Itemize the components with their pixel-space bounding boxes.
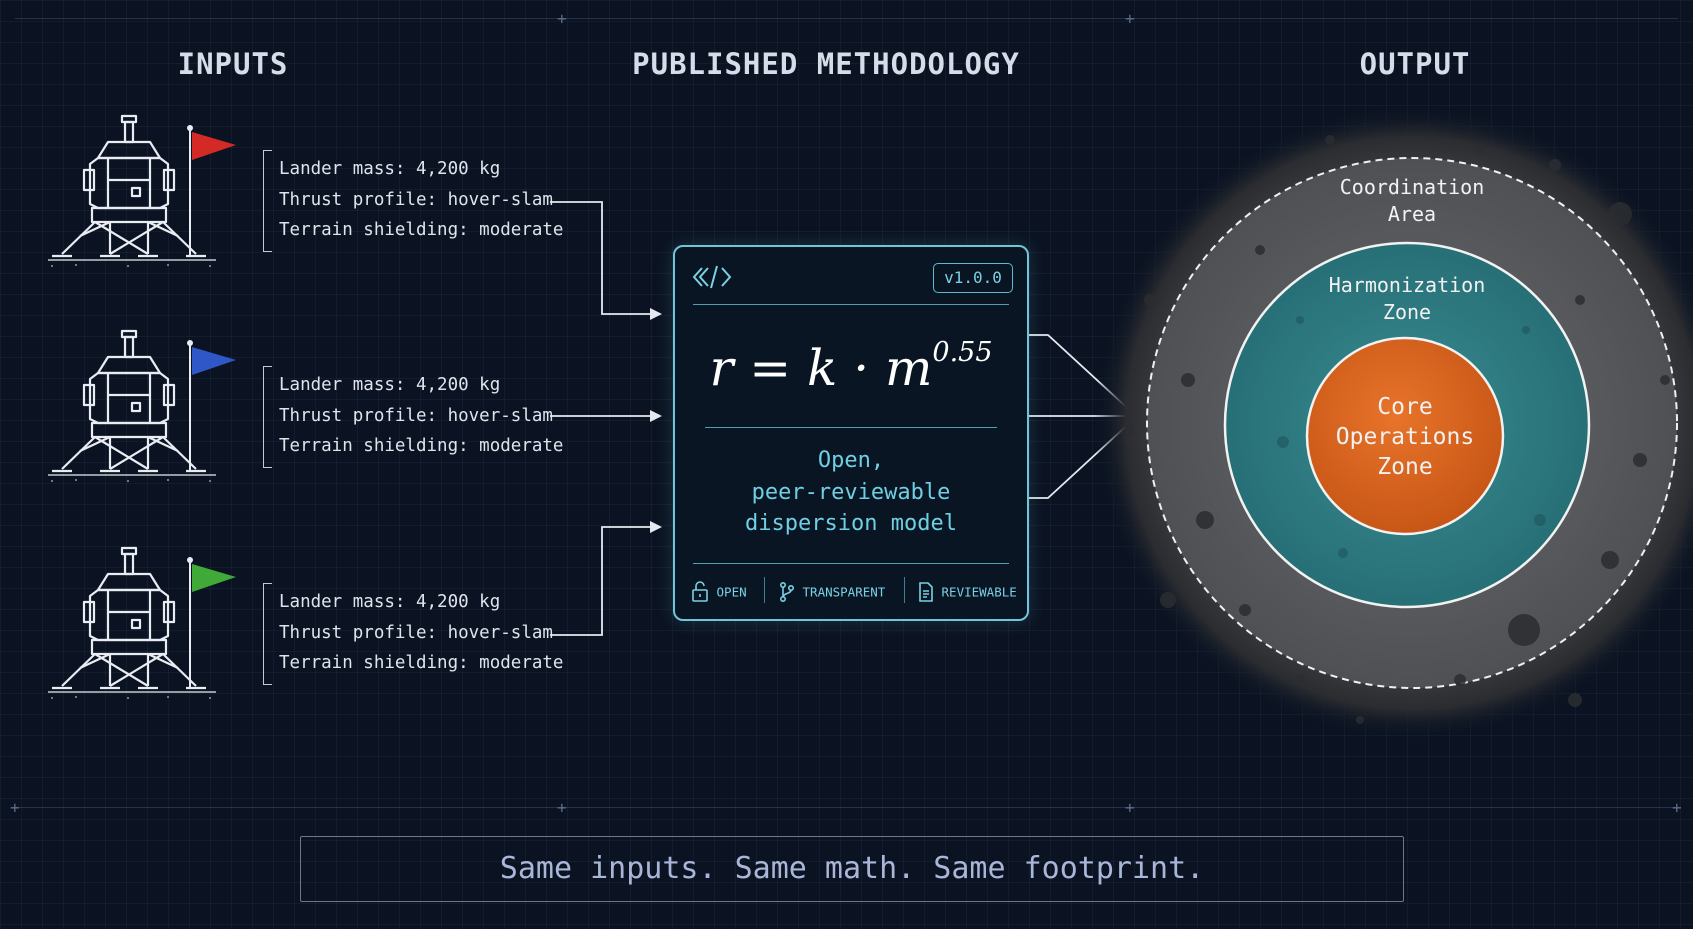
corner-plus-icon: + (1125, 798, 1135, 817)
corner-plus-icon: + (10, 798, 20, 817)
corner-plus-icon: + (1672, 798, 1682, 817)
lander-params: Lander mass: 4,200 kg Thrust profile: ho… (279, 587, 563, 679)
lander-illustration (48, 114, 236, 267)
document-icon (919, 582, 933, 602)
branch-icon (779, 581, 795, 603)
lander-illustration (48, 329, 236, 482)
output-heading: OUTPUT (1359, 47, 1471, 81)
corner-plus-icon: + (1125, 9, 1135, 28)
lander-illustration (48, 546, 236, 699)
core-operations-zone (1305, 336, 1505, 536)
formula-exponent: 0.55 (932, 337, 993, 369)
inputs-heading: INPUTS (177, 47, 289, 81)
param-terrain: Terrain shielding: moderate (279, 436, 564, 456)
param-mass: Lander mass: 4,200 kg (279, 159, 501, 179)
coordination-area-label: Coordination Area (1339, 175, 1485, 226)
param-terrain: Terrain shielding: moderate (279, 653, 564, 673)
tag-transparent: TRANSPARENT (779, 581, 885, 603)
tag-label: OPEN (716, 584, 747, 600)
code-icon (692, 264, 734, 296)
description-line: Open, (817, 448, 885, 473)
version-badge: v1.0.0 (933, 263, 1013, 293)
methodology-heading: PUBLISHED METHODOLOGY (632, 47, 1020, 81)
description-line: peer-reviewable (751, 479, 951, 505)
frame-top-line (15, 18, 1678, 19)
tag-label: TRANSPARENT (802, 584, 886, 600)
methodology-card: v1.0.0 r = k · m0.55 Open, peer-reviewab… (673, 245, 1029, 621)
lander-params: Lander mass: 4,200 kg Thrust profile: ho… (279, 154, 563, 246)
lander-params: Lander mass: 4,200 kg Thrust profile: ho… (279, 370, 563, 462)
params-bracket (263, 366, 272, 468)
tag-label: REVIEWABLE (941, 584, 1017, 600)
param-mass: Lander mass: 4,200 kg (279, 592, 501, 612)
card-divider (705, 427, 997, 428)
description-line: dispersion model (745, 511, 957, 536)
tag-separator (904, 577, 905, 603)
corner-plus-icon: + (557, 9, 567, 28)
card-divider (693, 563, 1009, 564)
tag-reviewable: REVIEWABLE (918, 581, 1017, 603)
corner-plus-icon: + (557, 798, 567, 817)
param-terrain: Terrain shielding: moderate (279, 220, 564, 240)
crater-dots (1125, 135, 1670, 724)
param-thrust: Thrust profile: hover-slam (279, 189, 553, 210)
frame-bottom-line (15, 807, 1678, 808)
params-bracket (263, 150, 272, 252)
lock-open-icon (692, 581, 708, 602)
param-thrust: Thrust profile: hover-slam (279, 405, 553, 426)
tag-separator (764, 577, 765, 603)
formula: r = k · m0.55 (675, 337, 1027, 397)
coordination-boundary (1146, 157, 1678, 689)
footer-tagline: Same inputs. Same math. Same footprint. (300, 836, 1404, 902)
crater-dots (1277, 316, 1546, 558)
method-description: Open, peer-reviewable dispersion model (675, 445, 1027, 540)
core-zone-label: Core Operations Zone (1335, 394, 1475, 480)
param-mass: Lander mass: 4,200 kg (279, 375, 501, 395)
harmonization-zone-label: Harmonization Zone (1328, 273, 1486, 324)
param-thrust: Thrust profile: hover-slam (279, 622, 553, 643)
tag-open: OPEN (691, 581, 747, 603)
params-bracket (263, 583, 272, 685)
card-divider (693, 304, 1009, 305)
formula-base: r = k · m (709, 339, 933, 397)
